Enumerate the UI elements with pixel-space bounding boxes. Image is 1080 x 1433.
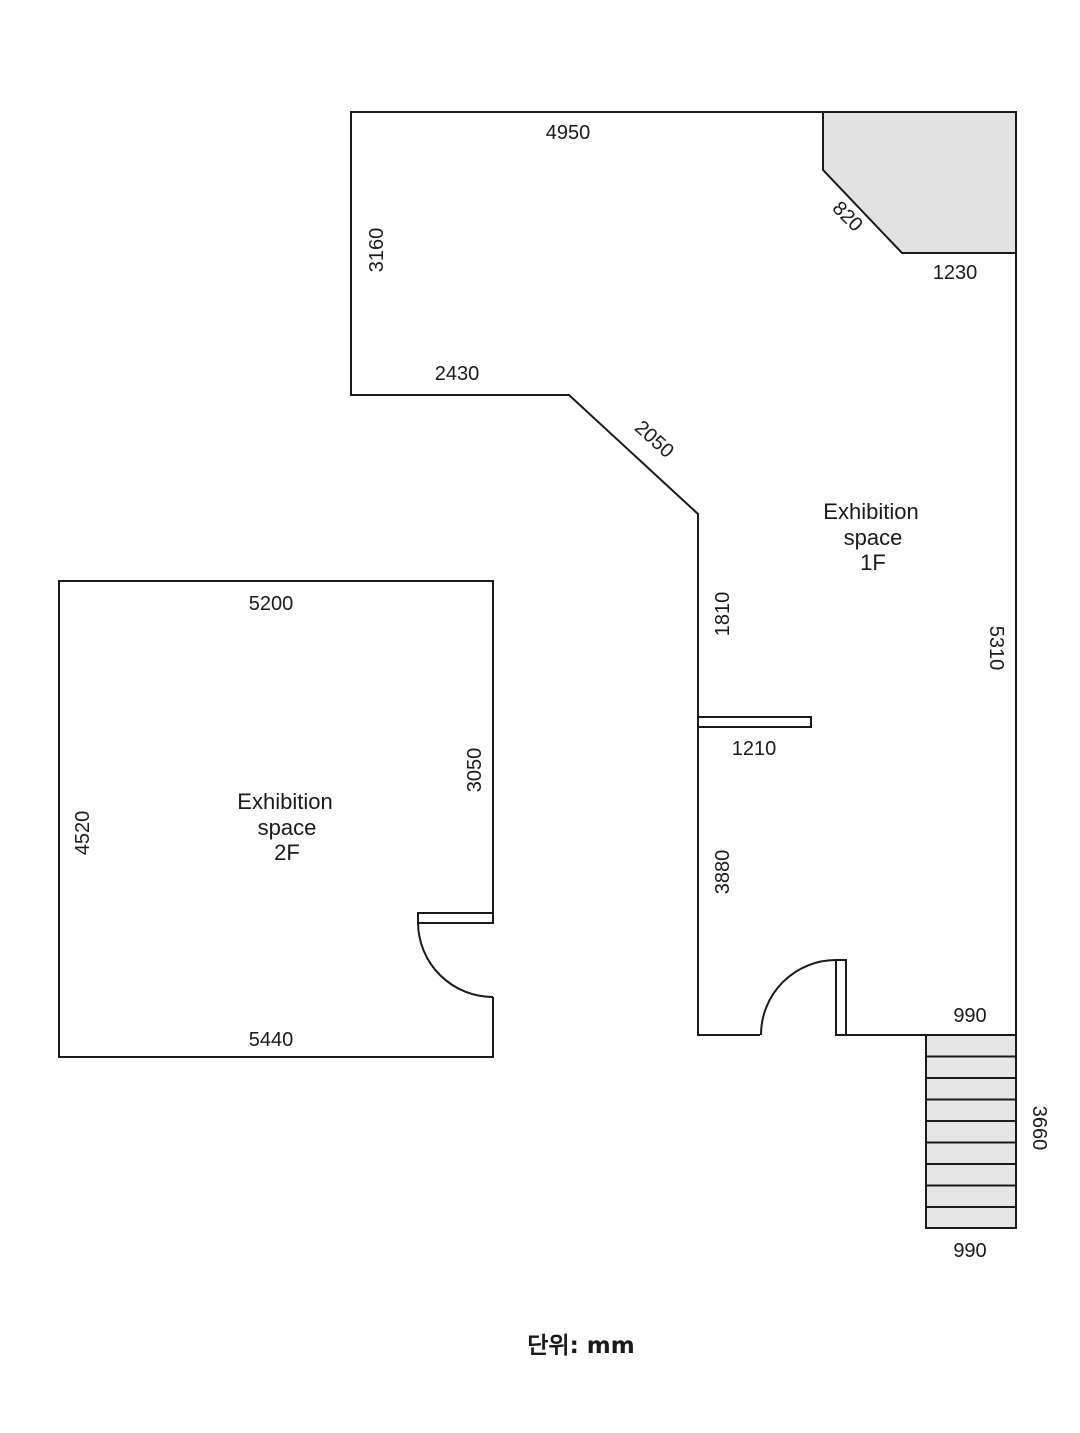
- stair-step: [925, 1120, 1017, 1144]
- dim-stairs-width: 990: [953, 1240, 986, 1262]
- dim-1f-inner-upper: 1810: [712, 592, 734, 637]
- floor-1-label-line3: 1F: [860, 550, 886, 575]
- partition-wall: [697, 716, 812, 728]
- dim-2f-bottom: 5440: [249, 1029, 294, 1051]
- floor-2-door-leaf: [417, 912, 494, 924]
- floor-1-plan: Exhibition space 1F 4950 820 1230 3160 2…: [350, 111, 1050, 1262]
- stair-step: [925, 1184, 1017, 1208]
- stair-step: [925, 1163, 1017, 1187]
- dim-1f-partition: 1210: [732, 738, 777, 760]
- unit-note: 단위: mm: [527, 1333, 634, 1359]
- stair-step: [925, 1141, 1017, 1165]
- dim-1f-corner-right: 1230: [933, 262, 978, 284]
- dim-2f-right: 3050: [464, 748, 486, 793]
- floor-2-label-line1: Exhibition: [237, 789, 332, 814]
- stair-step: [925, 1055, 1017, 1079]
- floor-2-door-swing: [417, 922, 494, 998]
- dim-1f-lower-left: 2430: [435, 363, 480, 385]
- dim-1f-right: 5310: [985, 626, 1007, 671]
- dim-2f-top: 5200: [249, 593, 294, 615]
- floor-1-label-line1: Exhibition: [823, 499, 918, 524]
- dim-stairs-height: 3660: [1028, 1106, 1050, 1151]
- floor-2-walls: [58, 580, 494, 1058]
- dim-1f-inner-lower: 3880: [712, 850, 734, 895]
- dim-1f-diagonal: 2050: [630, 416, 678, 462]
- floor-1-door-swing: [760, 959, 837, 1036]
- floor-2-label-line2: space: [258, 815, 317, 840]
- stair-step: [925, 1077, 1017, 1101]
- floor-1-label-line2: space: [844, 525, 903, 550]
- dim-2f-left: 4520: [72, 811, 94, 856]
- floor-2-plan: Exhibition space 2F 5200 4520 3050 5440: [58, 580, 494, 1058]
- stair-step: [925, 1098, 1017, 1122]
- stair-step: [925, 1206, 1017, 1229]
- stair-step: [925, 1034, 1017, 1058]
- dim-1f-left: 3160: [366, 228, 388, 273]
- floor-1-walls: [350, 111, 1017, 1036]
- floor-1-door-leaf: [835, 959, 847, 1036]
- dim-1f-top: 4950: [546, 122, 591, 144]
- stairs: [925, 1034, 1017, 1229]
- floor-2-label-line3: 2F: [274, 840, 300, 865]
- dim-1f-bottom-right: 990: [953, 1005, 986, 1027]
